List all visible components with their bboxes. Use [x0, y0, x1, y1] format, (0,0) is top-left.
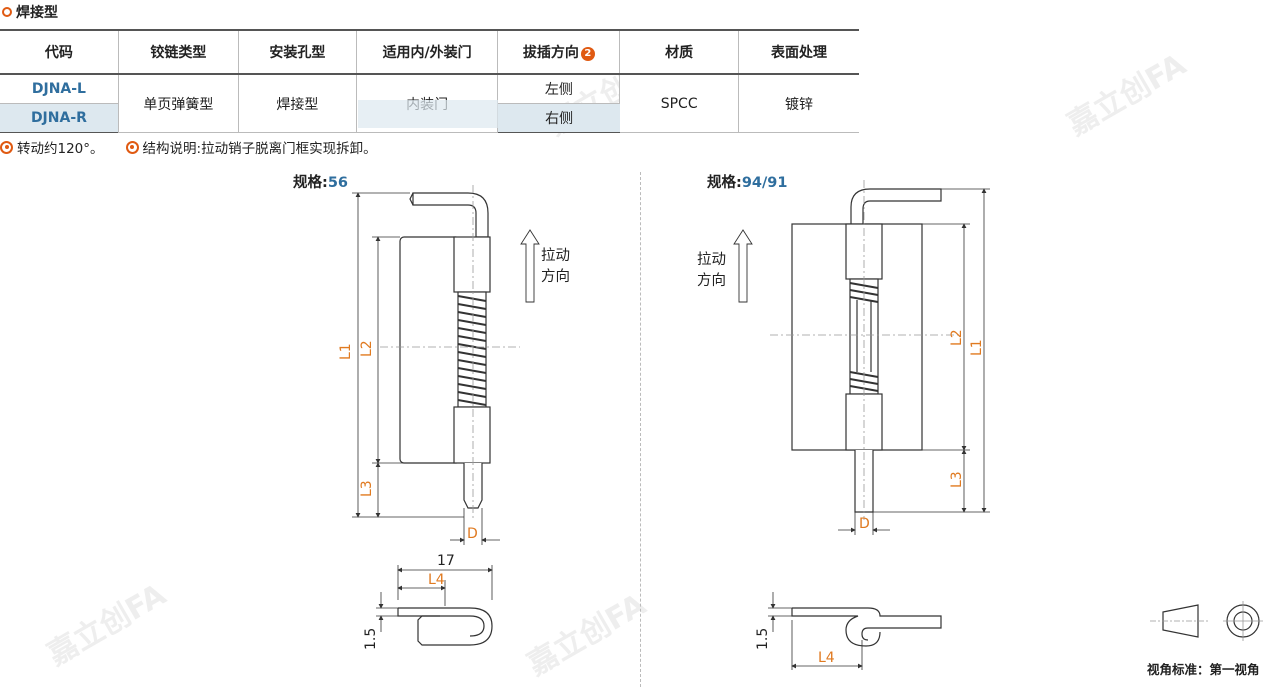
first-angle-symbol	[1150, 601, 1263, 641]
material-cell: SPCC	[619, 74, 739, 133]
code-cell: DJNA-R	[0, 103, 119, 133]
hole-type-cell: 焊接型	[238, 74, 357, 133]
note-text: 转动约120°。	[17, 141, 104, 157]
bullet-icon	[125, 140, 139, 154]
note-badge: 2	[580, 47, 595, 61]
code-cell: DJNA-L	[0, 74, 119, 104]
spring-left	[457, 295, 487, 406]
table-header: 适用内/外装门	[356, 29, 499, 75]
table-header: 表面处理	[738, 29, 859, 75]
notes-line: 转动约120°。 结构说明:拉动销子脱离门框实现拆卸。	[0, 137, 377, 157]
row-shade	[358, 100, 498, 128]
dim-L4-right: L4	[818, 650, 835, 666]
pull-direction-right: 拉动 方向	[697, 252, 726, 289]
section-title: 焊接型	[2, 2, 58, 22]
table-header: 安装孔型	[238, 29, 357, 75]
table-header: 铰链类型	[118, 29, 239, 75]
dim-L2-right: L2	[949, 329, 965, 346]
table-row: DJNA-R 右侧	[0, 103, 859, 133]
dim-D-right: D	[859, 516, 870, 532]
spec-label-right: 规格:94/91	[707, 175, 788, 191]
dim-L1-left: L1	[338, 343, 354, 360]
view-label: 视角标准：第一视角	[1147, 662, 1260, 677]
dim-L1-right: L1	[969, 339, 985, 356]
dim-D-left: D	[467, 526, 478, 542]
spec-label-left: 规格:56	[293, 175, 348, 191]
dim-width-left: 17	[437, 553, 455, 569]
dim-L3-left: L3	[359, 480, 375, 497]
pull-direction-left: 拉动 方向	[541, 248, 570, 285]
hinge-type-cell: 单页弹簧型	[118, 74, 239, 133]
dim-thickness-left: 1.5	[363, 628, 379, 650]
dim-L2-left: L2	[359, 340, 375, 357]
circle-icon	[2, 7, 12, 17]
dim-thickness-right: 1.5	[755, 628, 771, 650]
direction-cell: 左侧	[497, 74, 621, 104]
dim-L4-left: L4	[428, 572, 445, 588]
dim-L3-right: L3	[949, 471, 965, 488]
note-text: 结构说明:拉动销子脱离门框实现拆卸。	[142, 141, 377, 157]
divider	[640, 172, 641, 687]
direction-cell: 右侧	[497, 103, 620, 133]
bullet-icon	[0, 140, 13, 154]
table-header: 材质	[619, 29, 739, 75]
table-header: 代码	[0, 29, 119, 75]
surface-cell: 镀锌	[738, 74, 859, 133]
